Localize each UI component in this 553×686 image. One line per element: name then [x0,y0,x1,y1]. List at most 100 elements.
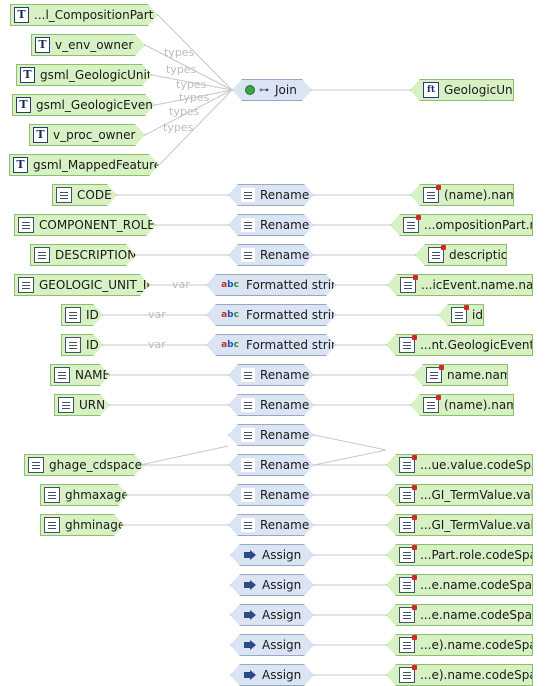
edge-label-types: types [164,46,195,59]
source-attribute[interactable]: COMPONENT_ROLE [14,214,156,236]
attribute-list-icon [44,517,60,533]
target-property[interactable]: ...ue.value.codeSpace [386,454,533,476]
edge-label-types: types [163,121,194,134]
rename-function[interactable]: Rename [228,364,314,386]
attribute-list-icon [56,187,72,203]
target-property-icon [399,605,417,623]
target-property[interactable]: ...e.name.codeSpace [386,574,533,596]
connector-line [157,14,233,91]
target-property-icon [423,185,441,203]
attribute-list-icon [18,217,34,233]
edge-label-var: var [148,338,166,351]
target-property-icon [399,515,417,533]
rename-icon [241,218,255,232]
rename-icon [241,488,255,502]
target-property[interactable]: (name).name [410,394,514,416]
assign-icon [243,608,257,622]
target-property[interactable]: id [438,304,484,326]
target-property[interactable]: ...icEvent.name.name [387,274,533,296]
target-property[interactable]: ...e).name.codeSpace [386,664,533,686]
source-attribute[interactable]: URN [54,394,110,416]
assign-function[interactable]: Assign [230,664,314,686]
rename-function[interactable]: Rename [228,484,314,506]
target-property-icon [399,635,417,653]
source-attribute[interactable]: CODE [52,184,117,206]
source-attribute[interactable]: ghminage [40,514,124,536]
feature-type-icon: ft [423,82,439,98]
attribute-list-icon [44,487,60,503]
edge-label-types: types [176,78,207,91]
target-property[interactable]: (name).name [410,184,514,206]
target-property-icon [426,365,444,383]
connector-line [154,89,233,106]
target-property[interactable]: ...GI_TermValue.value [386,484,533,506]
target-property-icon [399,455,417,473]
type-icon: T [14,7,29,23]
rename-icon [241,248,255,262]
rename-icon [241,458,255,472]
rename-function[interactable]: Rename [228,244,314,266]
target-property[interactable]: ...ompositionPart.role [390,214,533,236]
join-function[interactable]: ⊶ Join [232,79,312,101]
rename-icon [241,428,255,442]
rename-function[interactable]: Rename [228,214,314,236]
rename-function[interactable]: Rename [228,424,314,446]
source-attribute[interactable]: ID [61,304,103,326]
rename-icon [241,188,255,202]
rename-function[interactable]: Rename [228,454,314,476]
assign-function[interactable]: Assign [230,574,314,596]
source-attribute[interactable]: NAME [50,364,110,386]
attribute-list-icon [28,457,44,473]
type-icon: T [20,67,35,83]
target-property-icon [399,545,417,563]
connector-line [144,44,233,91]
assign-icon [243,578,257,592]
connector-line [151,74,233,91]
source-attribute[interactable]: DESCRIPTION [30,244,136,266]
source-attribute[interactable]: GEOLOGIC_UNIT_ID [14,274,150,296]
target-property[interactable]: name.name [413,364,508,386]
attribute-list-icon [54,367,70,383]
target-property[interactable]: description [415,244,507,266]
assign-function[interactable]: Assign [230,604,314,626]
target-property[interactable]: ...GI_TermValue.value [386,514,533,536]
join-source-composition-part[interactable]: T...l_CompositionPart [10,4,158,26]
type-icon: T [16,97,31,113]
type-icon: T [33,127,48,143]
target-property[interactable]: ...nt.GeologicEvent.id [386,334,533,356]
assign-function[interactable]: Assign [230,634,314,656]
attribute-list-icon [65,307,81,323]
attribute-list-icon [65,337,81,353]
source-attribute[interactable]: ID [61,334,103,356]
connector-line [158,89,233,166]
edge-label-types: types [166,63,197,76]
rename-function[interactable]: Rename [228,184,314,206]
source-attribute[interactable]: ghage_cdspace [24,454,144,476]
target-property-icon [400,275,418,293]
rename-function[interactable]: Rename [228,514,314,536]
connector-line [139,445,229,466]
target-property-icon [399,575,417,593]
rename-function[interactable]: Rename [228,394,314,416]
connector-line [144,89,233,136]
attribute-list-icon [18,277,34,293]
edge-label-types: types [179,91,210,104]
source-attribute[interactable]: ghmaxage [40,484,128,506]
target-property[interactable]: ...e.name.codeSpace [386,604,533,626]
target-property[interactable]: ...Part.role.codeSpace [386,544,533,566]
assign-function[interactable]: Assign [230,544,314,566]
target-property[interactable]: ...e).name.codeSpace [386,634,533,656]
connector-line [313,434,387,451]
